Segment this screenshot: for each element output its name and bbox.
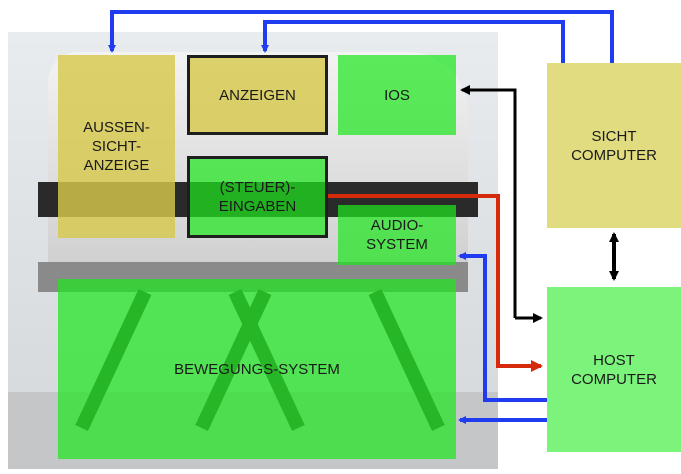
blue-arrow-to-aussensicht	[112, 12, 612, 63]
blue-arrow-to-audio	[460, 256, 547, 400]
red-arrow-steuer-to-host	[328, 196, 541, 366]
black-arrow-to-ios	[462, 90, 515, 318]
blue-arrow-to-anzeigen	[265, 22, 563, 63]
